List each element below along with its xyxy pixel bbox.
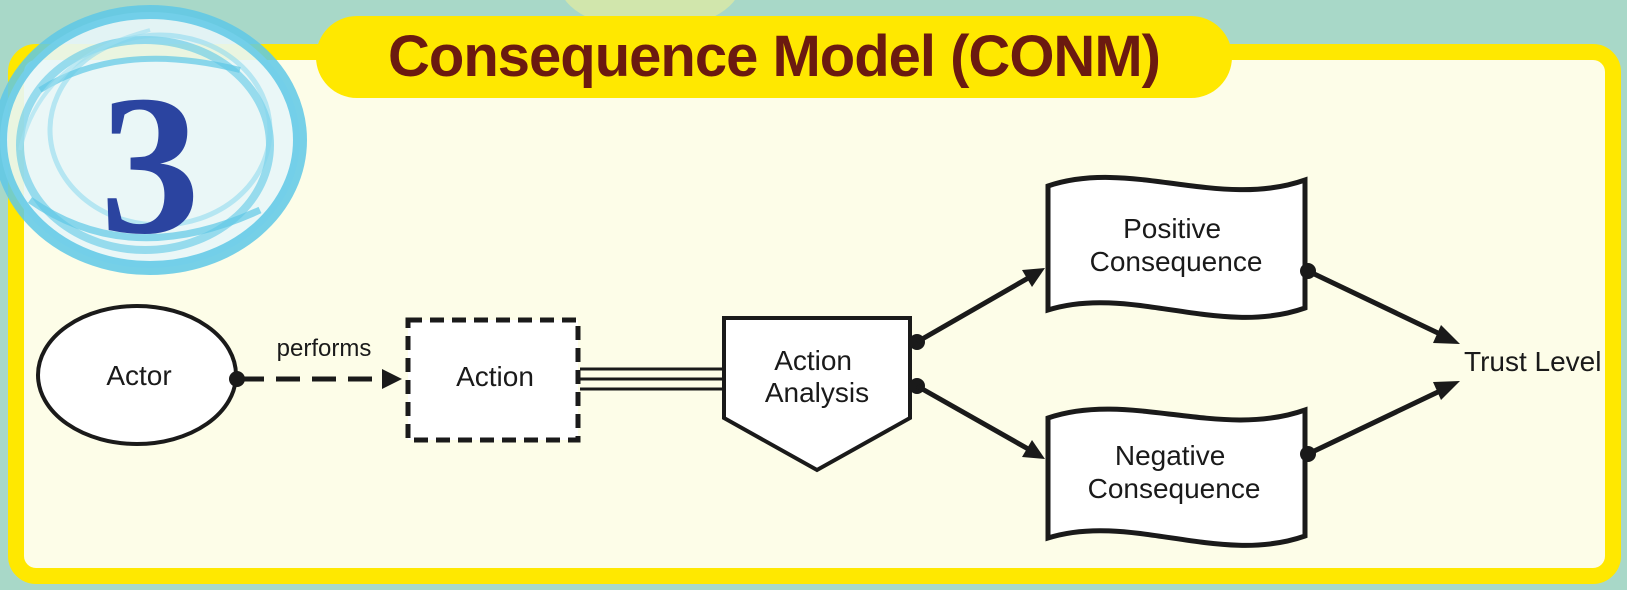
performs-edge: performs xyxy=(229,335,402,389)
performs-label: performs xyxy=(277,335,372,362)
trust-level-label: Trust Level xyxy=(1464,346,1601,377)
badge-number: 3 xyxy=(100,55,200,276)
action-to-analysis-connector xyxy=(580,367,724,391)
analysis-to-negative-edge xyxy=(909,378,1045,459)
negative-to-trust-edge xyxy=(1300,381,1460,462)
svg-text:Negative Consequence: Negative Consequence xyxy=(1088,440,1261,504)
positive-consequence-label-line2: Consequence xyxy=(1090,246,1263,277)
svg-text:Action Analysis: Action Analysis xyxy=(765,345,869,408)
positive-consequence-label-line1: Positive xyxy=(1123,213,1221,244)
action-analysis-label-line1: Action xyxy=(774,345,852,376)
svg-text:Positive Consequence: Positive Consequence xyxy=(1090,213,1263,277)
positive-to-trust-edge xyxy=(1300,263,1460,344)
positive-consequence-node: Positive Consequence xyxy=(1045,174,1308,320)
page-title: Consequence Model (CONM) xyxy=(388,24,1161,89)
negative-consequence-label-line1: Negative xyxy=(1115,440,1226,471)
actor-node: Actor xyxy=(36,304,238,446)
title-banner xyxy=(316,16,1232,98)
action-analysis-node: Action Analysis xyxy=(722,316,912,473)
negative-consequence-label-line2: Consequence xyxy=(1088,473,1261,504)
badge-3-icon: 3 xyxy=(0,5,307,276)
action-label: Action xyxy=(456,361,534,392)
action-analysis-label-line2: Analysis xyxy=(765,377,869,408)
actor-label: Actor xyxy=(106,360,171,391)
action-node: Action xyxy=(405,317,581,443)
negative-consequence-node: Negative Consequence xyxy=(1045,406,1308,548)
analysis-to-positive-edge xyxy=(909,268,1045,350)
